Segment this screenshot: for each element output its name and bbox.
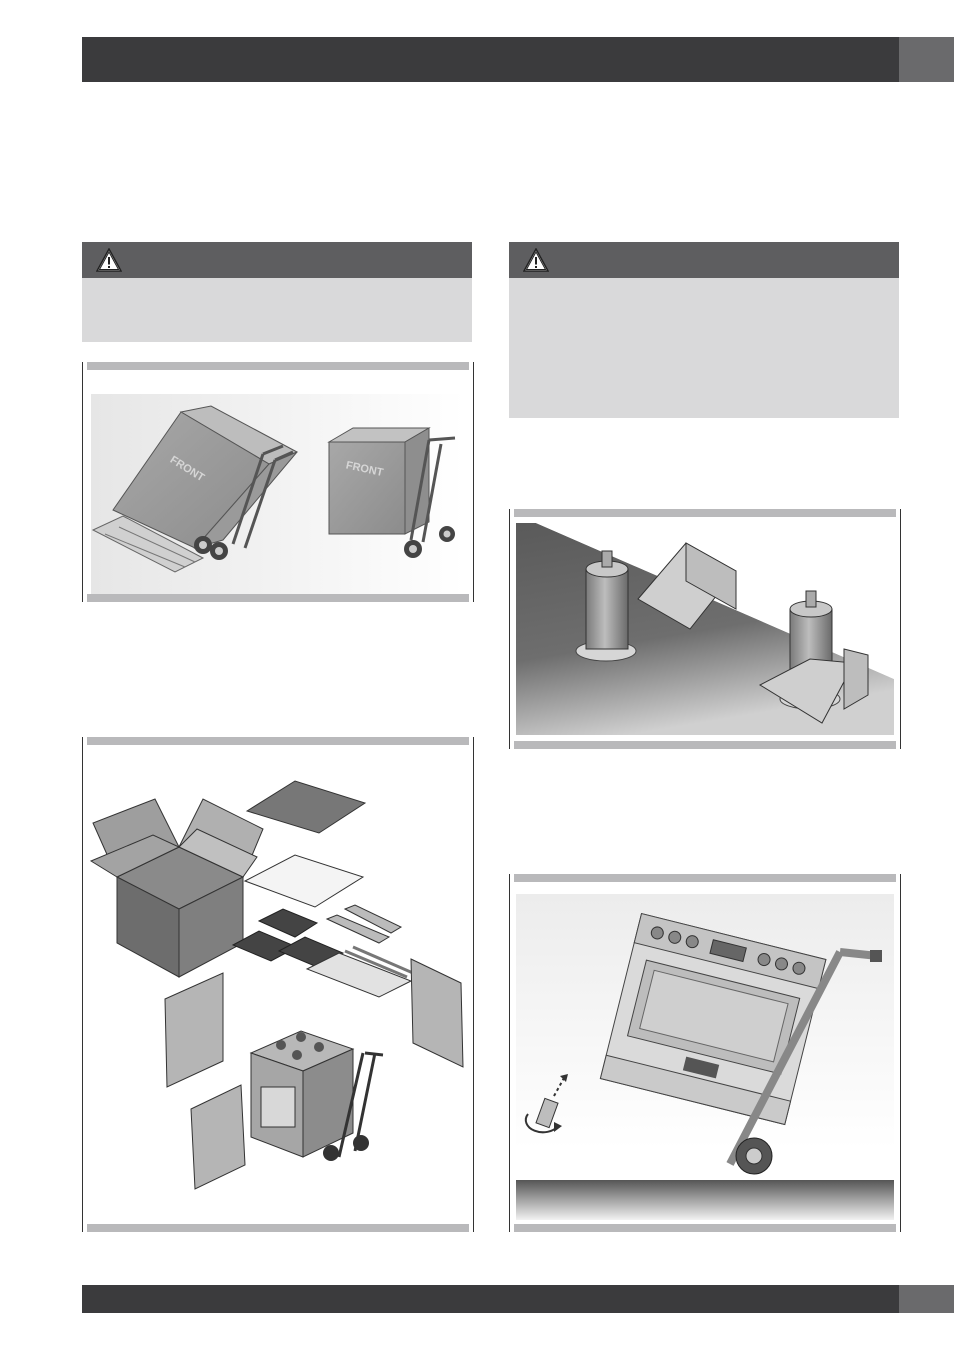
figure-foot-adjustment bbox=[509, 874, 901, 1232]
warning-header bbox=[509, 242, 899, 278]
figure-rule-bottom bbox=[514, 1224, 896, 1232]
foot-adjustment-illustration bbox=[516, 894, 894, 1220]
warning-triangle-icon bbox=[96, 248, 122, 272]
header-bar bbox=[82, 37, 899, 82]
warning-box-1 bbox=[82, 242, 472, 342]
trolley-illustration: FRONT FRONT bbox=[91, 394, 465, 594]
figure-feet-brackets bbox=[509, 509, 901, 749]
header-tab bbox=[899, 37, 954, 82]
figure-rule-bottom bbox=[514, 741, 896, 749]
figure-unpacking bbox=[82, 737, 474, 1232]
feet-illustration bbox=[516, 523, 894, 735]
footer-bar bbox=[82, 1285, 899, 1313]
figure-rule-top bbox=[514, 509, 896, 517]
figure-rule-bottom bbox=[87, 594, 469, 602]
footer-tab bbox=[899, 1285, 954, 1313]
warning-triangle-icon bbox=[523, 248, 549, 272]
warning-header bbox=[82, 242, 472, 278]
figure-rule-top bbox=[87, 362, 469, 370]
figure-trolley-transport: FRONT FRONT bbox=[82, 362, 474, 602]
warning-box-2 bbox=[509, 242, 899, 418]
unpacking-illustration bbox=[89, 780, 464, 1190]
figure-rule-top bbox=[87, 737, 469, 745]
figure-rule-top bbox=[514, 874, 896, 882]
figure-rule-bottom bbox=[87, 1224, 469, 1232]
